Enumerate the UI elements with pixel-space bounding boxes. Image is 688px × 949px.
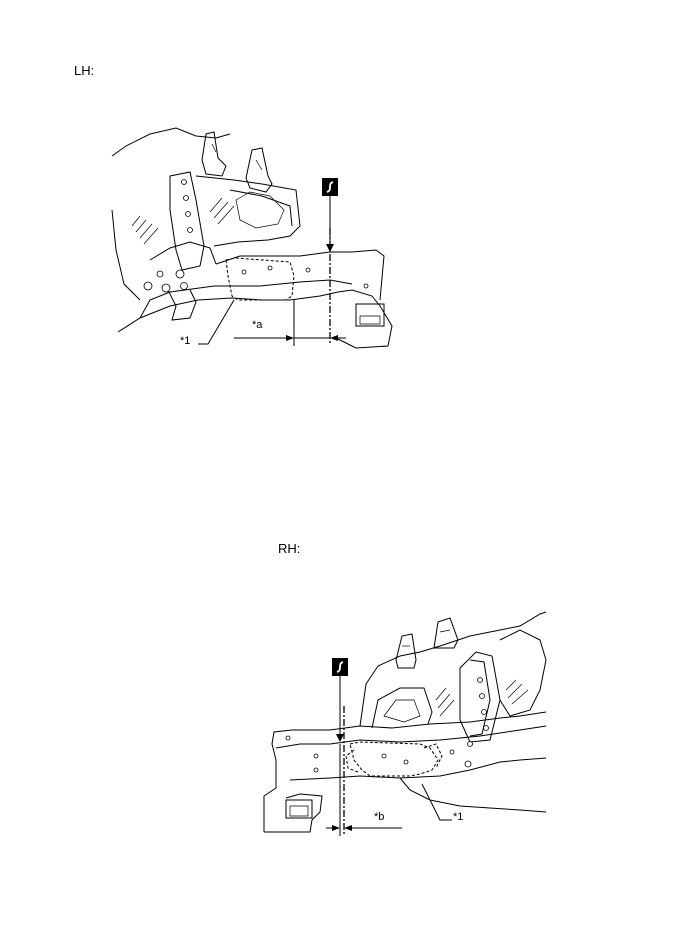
rh-dimension-label: *b (374, 811, 385, 823)
rh-part-callout: *1 (453, 811, 464, 823)
rh-heading: RH: (278, 541, 301, 556)
lh-dimension-label: *a (252, 319, 263, 331)
lh-heading: LH: (74, 63, 95, 78)
lh-part-callout: *1 (180, 335, 191, 347)
